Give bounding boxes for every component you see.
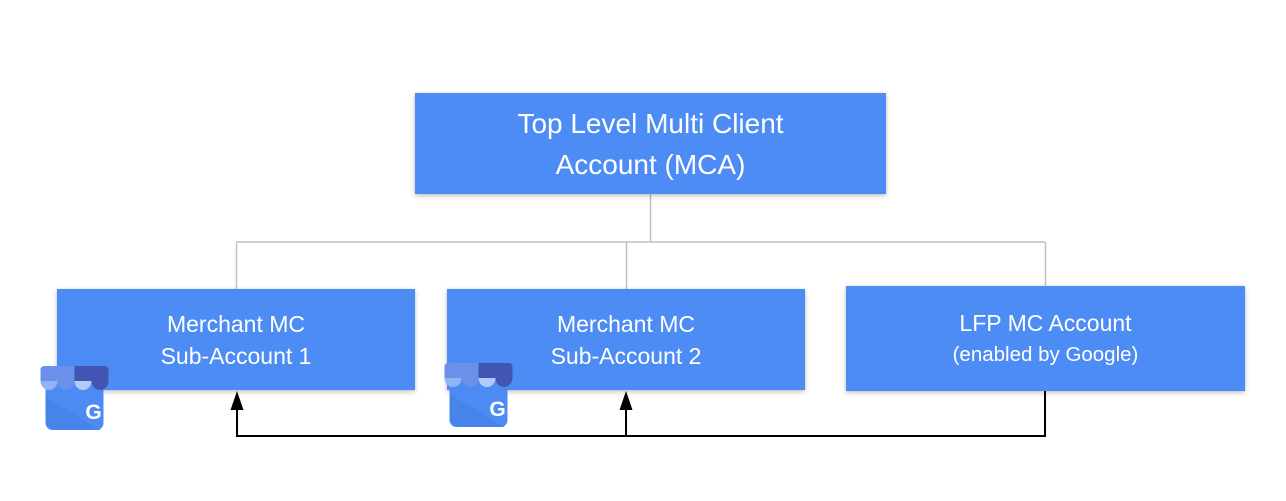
node-top-mca-label-line2: Account (MCA): [555, 148, 746, 180]
node-sub2-label-line1: Merchant MC: [556, 310, 696, 337]
google-g-letter: G: [85, 401, 101, 424]
node-lfp-mc-account: LFP MC Account (enabled by Google): [846, 286, 1245, 391]
node-merchant-sub-account-2: Merchant MC Sub-Account 2: [447, 289, 805, 390]
arrowhead-sub1: [230, 391, 244, 410]
google-business-icon-sub2: G: [444, 363, 513, 427]
tree-connector-lines: [235, 194, 1047, 289]
lfp-feed-arrows: [230, 391, 1046, 437]
node-sub1-label-line1: Merchant MC: [166, 310, 306, 337]
node-top-mca-label-line1: Top Level Multi Client: [517, 107, 784, 139]
feed-line-lfp-to-sub1: [236, 391, 1046, 437]
arrowhead-sub2: [619, 391, 633, 410]
node-sub2-label-line2: Sub-Account 2: [550, 342, 702, 369]
node-lfp-label-line1: LFP MC Account: [959, 310, 1132, 336]
google-g-letter: G: [489, 398, 505, 421]
google-business-icon-sub1: G: [40, 366, 109, 430]
node-merchant-sub-account-1: Merchant MC Sub-Account 1: [57, 289, 415, 390]
node-sub1-label-line2: Sub-Account 1: [160, 342, 312, 369]
node-lfp-label-line2: (enabled by Google): [952, 343, 1139, 366]
node-top-mca: Top Level Multi Client Account (MCA): [415, 93, 886, 194]
